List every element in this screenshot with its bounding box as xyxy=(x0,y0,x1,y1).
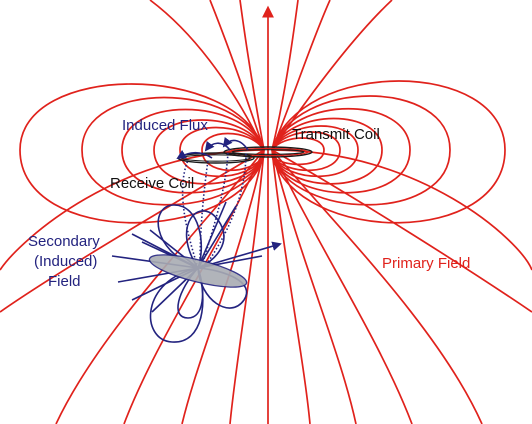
secondary-field-label-line1: Secondary xyxy=(28,233,100,250)
induced-flux-label: Induced Flux xyxy=(122,117,208,134)
primary-field-line xyxy=(271,0,331,151)
induced-flux-arrow xyxy=(176,149,213,159)
primary-field-loop-right-7 xyxy=(271,137,325,166)
primary-field-line xyxy=(239,0,265,151)
primary-field-line xyxy=(55,149,265,424)
primary-field-loop-right-1 xyxy=(271,80,506,224)
induced-flux-arrows xyxy=(176,136,249,159)
primary-field-loop-right-3 xyxy=(271,107,411,194)
primary-field-loop-right-6 xyxy=(271,131,341,172)
primary-field-line xyxy=(271,149,532,271)
secondary-field-label-line3: Field xyxy=(48,273,81,290)
primary-field-line xyxy=(271,149,483,424)
secondary-field-loop xyxy=(157,204,203,269)
primary-field-line xyxy=(209,0,265,151)
primary-field-line xyxy=(271,0,299,151)
primary-field-loop-left-3 xyxy=(121,108,265,194)
primary-field-loop-left-2 xyxy=(81,96,265,206)
primary-field-line xyxy=(229,149,265,424)
receive-coil-label: Receive Coil xyxy=(110,175,194,192)
primary-field-line xyxy=(123,149,265,424)
transmit-coil xyxy=(223,146,313,158)
primary-field-line xyxy=(149,0,265,151)
primary-field-line xyxy=(271,149,357,424)
primary-field-loop-right-5 xyxy=(271,125,359,178)
secondary-field-loop xyxy=(185,210,225,269)
transmit-coil-label: Transmit Coil xyxy=(292,126,380,143)
primary-field-line xyxy=(181,149,265,424)
buried-conductor xyxy=(148,254,248,288)
primary-field-loop-right-2 xyxy=(271,95,451,206)
primary-field-label: Primary Field xyxy=(382,255,470,272)
primary-field-line xyxy=(271,149,311,424)
secondary-field-loop xyxy=(177,267,204,319)
primary-field-line xyxy=(271,0,393,151)
primary-field-line xyxy=(271,149,532,313)
induced-flux-arrow xyxy=(222,136,249,151)
induced-flux-arrow xyxy=(204,140,231,152)
secondary-field-label-line2: (Induced) xyxy=(34,253,97,270)
primary-field-loop-right-4 xyxy=(271,117,383,185)
primary-field-line xyxy=(0,149,265,313)
primary-field-loop-left-4 xyxy=(153,119,265,185)
secondary-flux-dotted-lines xyxy=(181,151,247,269)
primary-field-line xyxy=(271,149,413,424)
primary-field-line xyxy=(0,149,265,271)
